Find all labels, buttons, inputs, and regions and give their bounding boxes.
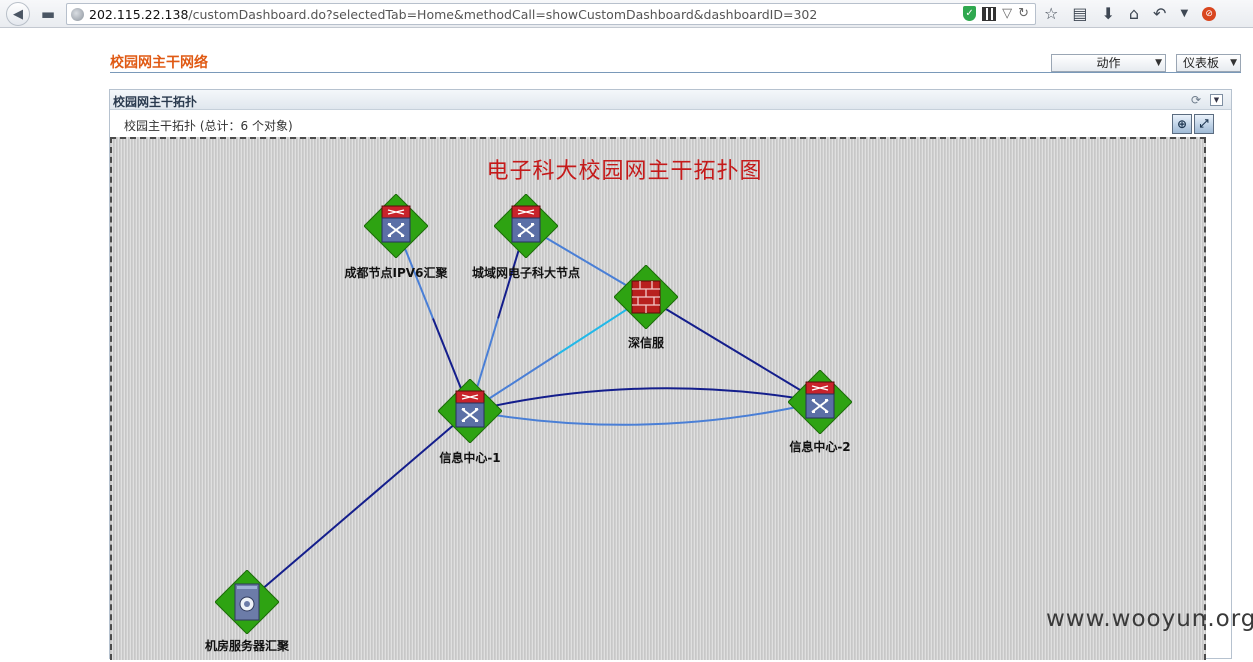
- reload-icon[interactable]: ↻: [1018, 6, 1029, 21]
- node-label[interactable]: 深信服: [627, 336, 665, 350]
- undo-icon[interactable]: ↶: [1153, 4, 1167, 23]
- shield-icon[interactable]: ✓: [963, 6, 977, 21]
- dropdown-icon[interactable]: ▽: [1002, 6, 1013, 21]
- bookmarks-list-icon[interactable]: ▤: [1072, 4, 1088, 23]
- home-icon[interactable]: ⌂: [1128, 4, 1140, 23]
- arrow-left-icon: ◀: [13, 6, 23, 22]
- topology-link[interactable]: [357, 410, 471, 508]
- refresh-icon[interactable]: ⟳: [1190, 93, 1201, 107]
- collapse-icon[interactable]: ▼: [1210, 94, 1223, 106]
- topology-title: 电子科大校园网主干拓扑图: [486, 159, 763, 184]
- url-host: 202.115.22.138: [89, 7, 189, 22]
- page-title: 校园网主干网络: [110, 55, 208, 71]
- browser-actions: ☆ ▤ ⬇ ⌂ ↶ ▼ ⊘: [1044, 4, 1217, 23]
- topology-link[interactable]: [469, 387, 821, 412]
- widget-title: 校园网主干拓扑: [113, 95, 198, 109]
- url-icons: ✓ ▽ ↻: [963, 6, 1029, 21]
- dashboard-select-label: 仪表板: [1183, 56, 1220, 70]
- globe-icon: [71, 8, 84, 21]
- chevron-down-icon: ▼: [1230, 58, 1237, 68]
- switch-node-icon[interactable]: [437, 378, 503, 444]
- widget-header: 校园网主干拓扑 ⟳ ▼: [110, 90, 1231, 110]
- node-label[interactable]: 成都节点IPV6汇聚: [344, 266, 448, 280]
- menu-dropdown-icon[interactable]: ▼: [1180, 8, 1189, 19]
- bookmark-star-icon[interactable]: ☆: [1044, 4, 1059, 23]
- action-select-label: 动作: [1096, 56, 1121, 70]
- watermark: www.wooyun.org: [1046, 606, 1253, 632]
- url-text: 202.115.22.138/customDashboard.do?select…: [89, 7, 817, 22]
- firewall-node-icon[interactable]: [613, 264, 679, 330]
- node-label[interactable]: 信息中心-2: [789, 440, 851, 454]
- dashboard-select[interactable]: 仪表板 ▼: [1176, 54, 1241, 72]
- node-label[interactable]: 城域网电子科大节点: [471, 266, 581, 280]
- back-button[interactable]: ◀: [6, 2, 30, 26]
- action-select[interactable]: 动作 ▼: [1051, 54, 1166, 72]
- adblock-icon[interactable]: ⊘: [1202, 6, 1217, 21]
- page-info-icon[interactable]: ▬: [40, 5, 56, 23]
- topology-widget: 校园网主干拓扑 ⟳ ▼ 校园主干拓扑 (总计：6 个对象) ⊕ ⤢ 电子科大校园…: [109, 89, 1232, 660]
- zoom-in-icon[interactable]: ⊕: [1172, 114, 1192, 134]
- topology-link[interactable]: [246, 505, 360, 603]
- url-path: /customDashboard.do?selectedTab=Home&met…: [188, 7, 818, 22]
- widget-subtitle: 校园主干拓扑 (总计：6 个对象): [124, 119, 293, 133]
- switch-node-icon[interactable]: [493, 193, 559, 259]
- qr-code-icon[interactable]: [982, 6, 997, 21]
- topology-link[interactable]: [469, 401, 821, 426]
- download-icon[interactable]: ⬇: [1101, 4, 1115, 23]
- switch-node-icon[interactable]: [363, 193, 429, 259]
- chevron-down-icon: ▼: [1155, 58, 1162, 68]
- node-label[interactable]: 机房服务器汇聚: [204, 639, 290, 653]
- node-label[interactable]: 信息中心-1: [439, 451, 501, 465]
- switch-node-icon[interactable]: [787, 369, 853, 435]
- server-switch-node-icon[interactable]: [214, 569, 280, 635]
- browser-toolbar: ◀ ▬ 202.115.22.138/customDashboard.do?se…: [0, 0, 1253, 28]
- fit-to-screen-icon[interactable]: ⤢: [1194, 114, 1214, 134]
- address-bar[interactable]: 202.115.22.138/customDashboard.do?select…: [66, 3, 1036, 25]
- topology-canvas: 电子科大校园网主干拓扑图 成都节点IPV6汇聚 城域网电子科大节点 深信服: [110, 137, 1206, 660]
- title-divider: [110, 72, 1241, 73]
